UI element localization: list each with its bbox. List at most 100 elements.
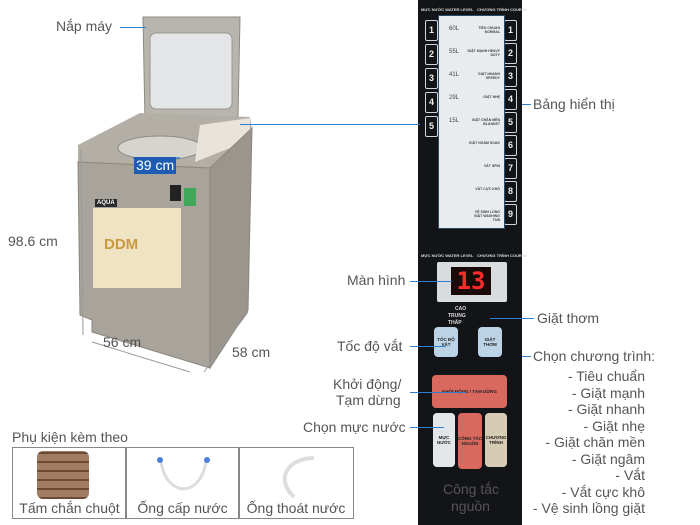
course-key[interactable]: 1	[504, 20, 517, 41]
water-level-value: 55L	[449, 49, 460, 55]
rat-guard-image	[37, 451, 89, 499]
brand-logo: AQUA	[95, 199, 117, 207]
program-row: VẮT CỰC KHÔ	[439, 185, 504, 197]
speed-low: THẤP	[448, 320, 462, 326]
programs-title: Chọn chương trình:	[533, 348, 656, 364]
program-chart: 60L TIÊU CHUẨN NORMAL 55L GIẶT MẠNH HEAVY D…	[438, 15, 505, 229]
panel-header-course: CHƯƠNG TRÌNH COURSE	[477, 7, 528, 12]
program-row: VỆ SINH LỒNG GIẶT WASHING TUB	[439, 208, 504, 222]
program-row: 60L TIÊU CHUẨN NORMAL	[439, 24, 504, 36]
water-level-key[interactable]: 2	[425, 44, 438, 65]
lid-label: Nắp máy	[56, 18, 113, 34]
spin-speed-button[interactable]: TỐC ĐỘ VẮT	[434, 327, 458, 357]
spin-speed-label: Tốc độ vắt	[337, 338, 403, 354]
panel-header-water-2: MỰC NƯỚC WATER LEVEL	[421, 253, 474, 258]
program-row: 55L GIẶT MẠNH HEAVY DUTY	[439, 47, 504, 59]
display-frame: 13	[437, 262, 507, 302]
water-level-leader	[410, 427, 444, 428]
program-row: GIẶT NGÂM SOAK	[439, 139, 504, 151]
ddm-logo: DDM	[104, 236, 139, 253]
width-label: 56 cm	[103, 334, 142, 350]
accessory-label: Ống cấp nước	[137, 500, 228, 516]
course-name: GIẶT NGÂM SOAK	[468, 141, 500, 145]
course-key[interactable]: 5	[504, 112, 517, 133]
program-row: VẮT SPIN	[439, 162, 504, 174]
water-level-value: 41L	[449, 72, 460, 78]
course-name: GIẶT MẠNH HEAVY DUTY	[467, 49, 500, 57]
program-list-item: - Vệ sinh lồng giặt	[532, 500, 645, 516]
display-panel-leader-right	[522, 104, 531, 105]
lid-window	[149, 32, 233, 110]
side-panel	[209, 126, 253, 370]
start-pause-button[interactable]: KHỞI ĐỘNG / TẠM DỪNG	[432, 375, 507, 408]
course-key[interactable]: 9	[504, 204, 517, 225]
water-level-key[interactable]: 3	[425, 68, 438, 89]
water-level-button[interactable]: MỰC NƯỚC	[433, 413, 455, 467]
program-list-item: - Giặt mạnh	[571, 384, 645, 401]
course-name: VẮT CỰC KHÔ	[475, 187, 500, 191]
speed-mid: TRUNG	[448, 313, 466, 319]
speed-high: CAO	[455, 306, 467, 312]
accessory-label: Ống thoát nước	[246, 500, 346, 516]
inner-width-label: 39 cm	[134, 157, 177, 174]
accessory-label: Tấm chắn chuột	[19, 500, 120, 516]
programs-leader	[522, 356, 531, 357]
course-key[interactable]: 2	[504, 43, 517, 64]
start-pause-leader	[410, 392, 466, 393]
screen-leader	[410, 281, 452, 282]
feature-label	[93, 208, 181, 288]
drain-hose-image	[282, 456, 315, 498]
fragrance-leader	[490, 318, 534, 319]
height-label: 98.6 cm	[8, 233, 58, 249]
start-pause-label-1: Khởi động/	[333, 376, 402, 392]
program-list-item: - Vắt cực khô	[561, 483, 645, 500]
depth-label: 58 cm	[232, 344, 271, 360]
panel-header-course-2: CHƯƠNG TRÌNH COURSE	[477, 253, 528, 258]
panel-header-water: MỰC NƯỚC WATER LEVEL	[421, 7, 474, 12]
course-key[interactable]: 3	[504, 66, 517, 87]
power-label-2: nguồn	[451, 498, 490, 514]
water-level-value: 60L	[449, 26, 460, 32]
washer-illustration	[77, 16, 253, 373]
program-list-item: - Vắt	[615, 467, 645, 483]
power-label-1: Công tắc	[443, 481, 500, 497]
program-list-item: - Tiêu chuẩn	[567, 368, 645, 384]
program-list-item: - Giặt nhanh	[567, 401, 645, 417]
display-panel-label: Bảng hiển thị	[533, 96, 615, 112]
control-strip	[195, 118, 250, 162]
fragrance-label: Giặt thơm	[537, 310, 600, 326]
course-name: VỆ SINH LỒNG GIẶT WASHING TUB	[473, 210, 500, 222]
course-name: TIÊU CHUẨN NORMAL	[478, 26, 500, 34]
course-key[interactable]: 6	[504, 135, 517, 156]
course-key[interactable]: 4	[504, 89, 517, 110]
water-level-value: 15L	[449, 118, 460, 124]
water-level-key[interactable]: 4	[425, 92, 438, 113]
water-level-key[interactable]: 5	[425, 116, 438, 137]
program-list-item: - Giặt chăn mền	[545, 434, 645, 450]
course-name: GIẶT NHANH SPEEDY	[478, 72, 500, 80]
accessory-drain-hose: Ống thoát nước	[238, 447, 354, 519]
led-display: 13	[451, 267, 491, 295]
accessory-rat-guard: Tấm chắn chuột	[12, 447, 127, 519]
screen-label: Màn hình	[347, 272, 406, 288]
display-panel-leader	[240, 124, 420, 125]
inlet-hose-image	[157, 457, 210, 491]
water-level-key[interactable]: 1	[425, 20, 438, 41]
accessories-title: Phụ kiện kèm theo	[12, 429, 128, 445]
course-name: VẮT SPIN	[483, 164, 500, 168]
fragrance-button[interactable]: GIẶT THƠM	[478, 327, 502, 357]
course-button[interactable]: CHƯƠNG TRÌNH	[485, 413, 507, 467]
course-key[interactable]: 7	[504, 158, 517, 179]
course-key[interactable]: 8	[504, 181, 517, 202]
spin-speed-leader	[410, 346, 446, 347]
power-button[interactable]: CÔNG TẮC NGUỒN	[458, 413, 482, 469]
program-row: 41L GIẶT NHANH SPEEDY	[439, 70, 504, 82]
water-level-label: Chọn mực nước	[303, 419, 406, 435]
course-name: GIẶT CHĂN MỀN BLANKET	[471, 118, 500, 126]
lid-leader	[120, 27, 146, 28]
program-list-item: - Giặt ngâm	[571, 450, 645, 467]
energy-badge	[170, 185, 181, 201]
water-level-value: 29L	[449, 95, 460, 101]
